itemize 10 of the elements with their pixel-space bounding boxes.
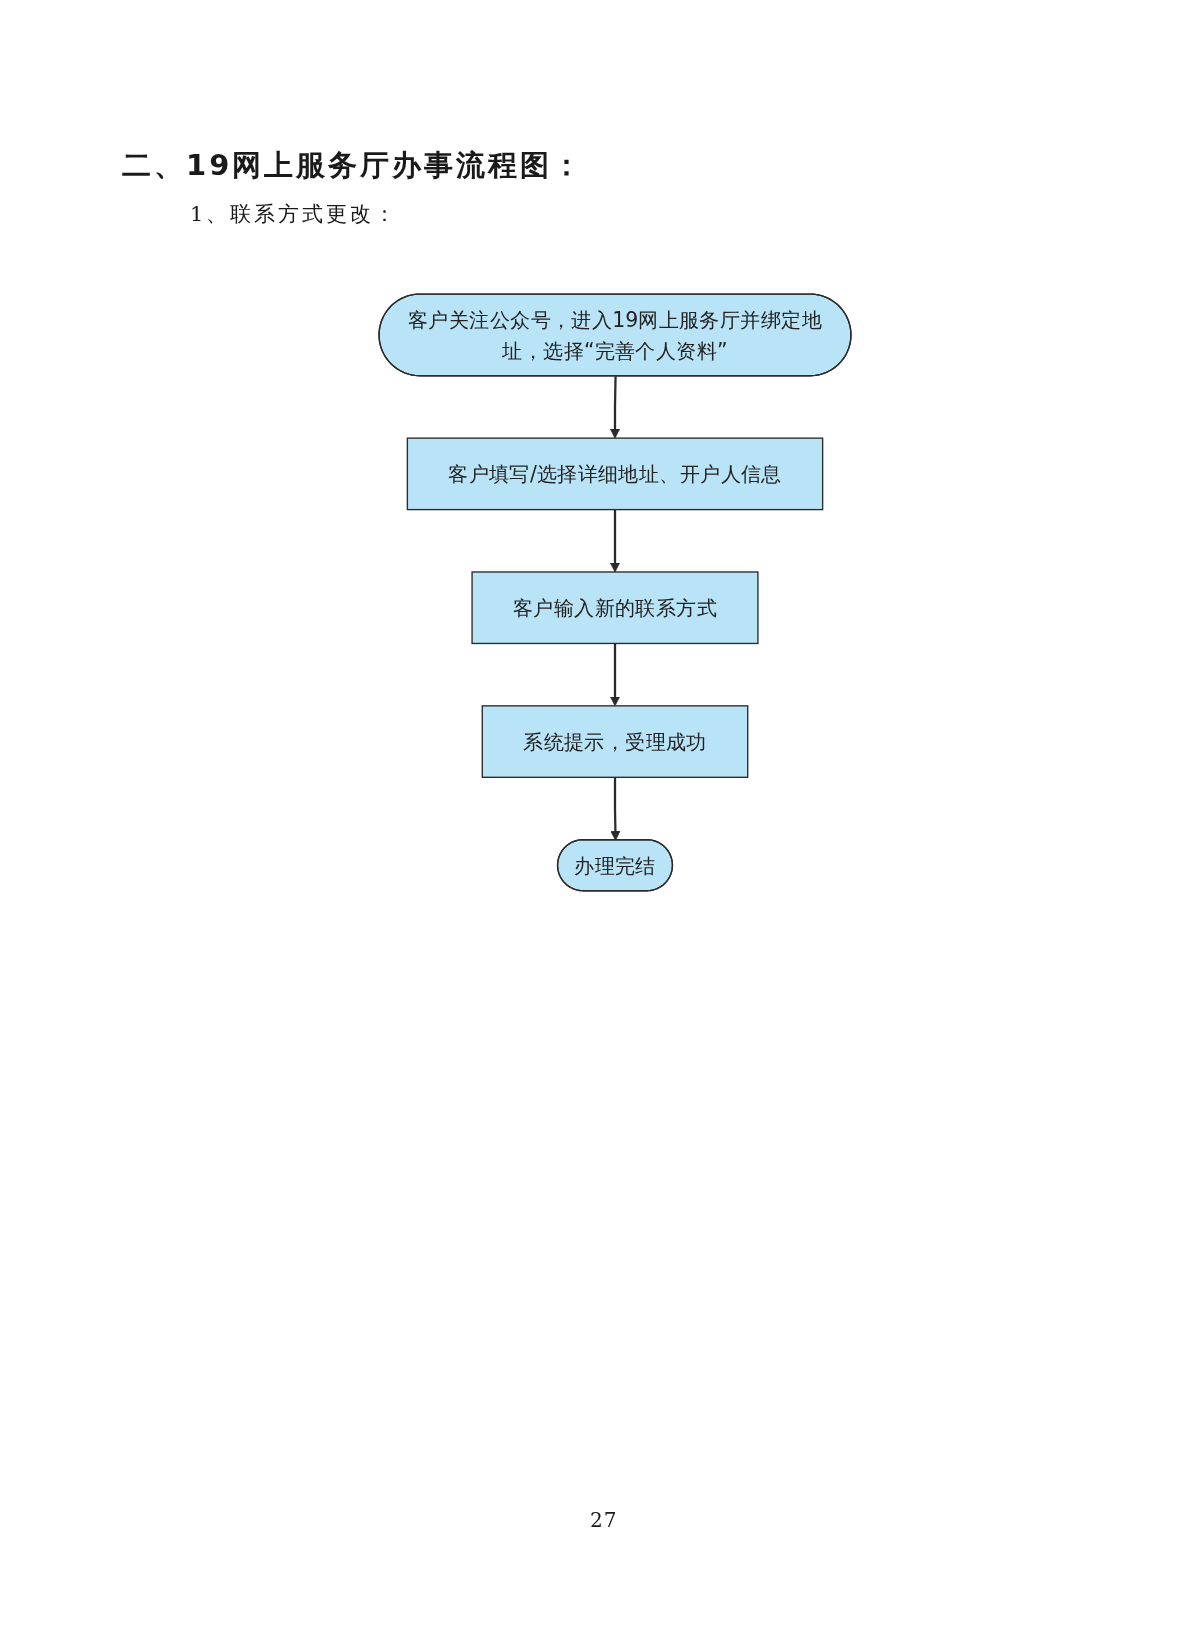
page-number: 27 — [590, 1508, 618, 1532]
arrow — [610, 376, 620, 439]
arrow — [610, 509, 620, 573]
node-box: 客户输入新的联系方式 — [471, 571, 759, 645]
page-title: 二、19网上服务厅办事流程图： — [122, 147, 585, 184]
node-box: 系统提示，受理成功 — [481, 705, 749, 778]
arrow — [610, 643, 620, 707]
arrow — [610, 777, 621, 841]
section-heading: 1、联系方式更改： — [190, 201, 399, 228]
node-box: 客户填写/选择详细地址、开户人信息 — [406, 437, 824, 511]
